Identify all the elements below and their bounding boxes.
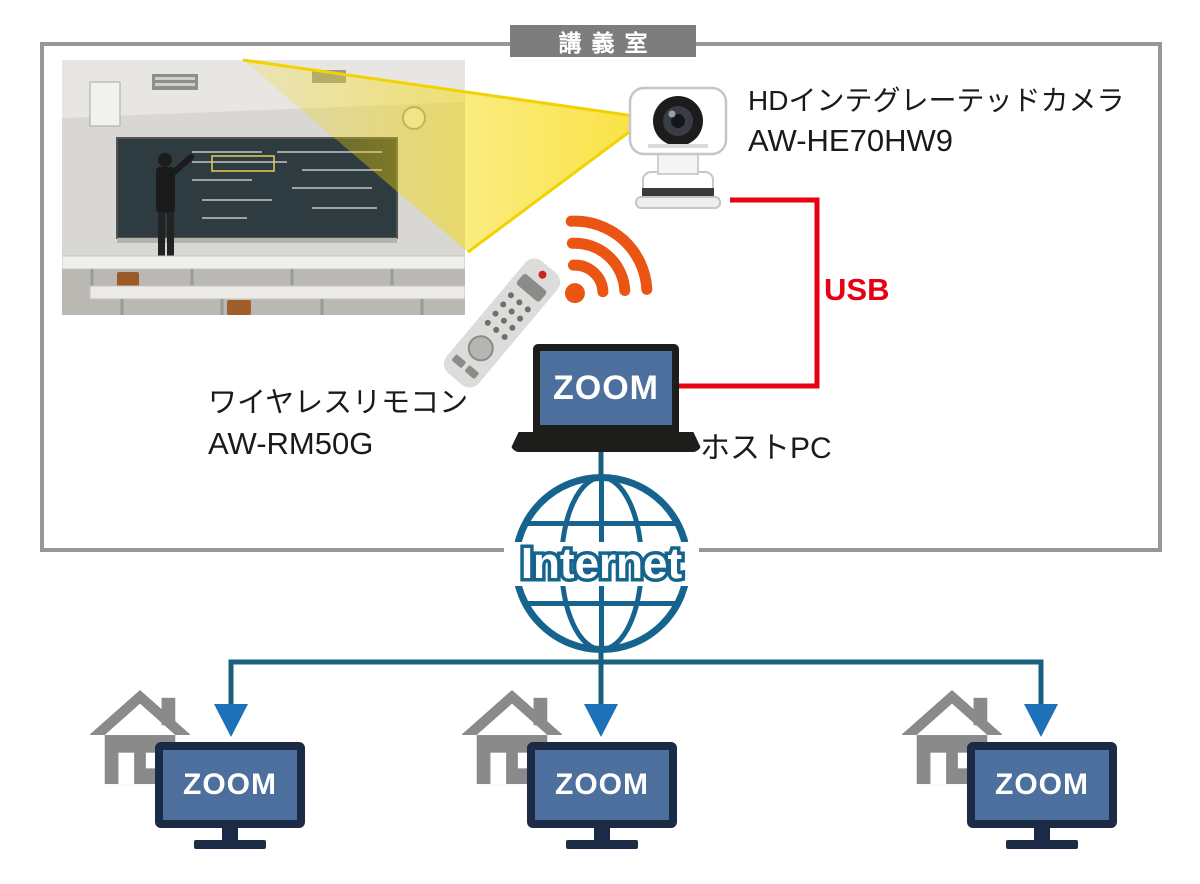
laptop-base <box>511 432 701 452</box>
remote-site: ZOOM <box>90 688 320 868</box>
usb-label: USB <box>824 272 890 307</box>
internet-label: Internet <box>521 539 683 588</box>
monitor-stand <box>594 828 610 840</box>
room-label: 講義室 <box>510 25 696 57</box>
monitor: ZOOM <box>527 742 677 849</box>
teacher-silhouette <box>156 153 194 256</box>
camera-label-line1: HDインテグレーテッドカメラ <box>748 85 1125 116</box>
monitor-base <box>1006 840 1078 849</box>
ptz-camera-icon <box>628 86 728 209</box>
host-screen-label: ZOOM <box>553 368 659 407</box>
site-screen-label: ZOOM <box>183 768 277 801</box>
monitor-stand <box>222 828 238 840</box>
monitor-screen: ZOOM <box>155 742 305 828</box>
monitor-screen: ZOOM <box>967 742 1117 828</box>
classroom-photo <box>62 60 465 315</box>
monitor-base <box>194 840 266 849</box>
monitor: ZOOM <box>967 742 1117 849</box>
monitor-screen: ZOOM <box>527 742 677 828</box>
remote-site: ZOOM <box>462 688 692 868</box>
internet-globe-icon: Internet <box>504 474 699 653</box>
remote-model-label: AW-RM50G <box>208 426 374 462</box>
remote-control-icon <box>443 258 561 388</box>
monitor-base <box>566 840 638 849</box>
site-screen-label: ZOOM <box>555 768 649 801</box>
monitor: ZOOM <box>155 742 305 849</box>
host-laptop: ZOOM <box>511 344 701 452</box>
laptop-screen: ZOOM <box>533 344 679 432</box>
remote-label-line1: ワイヤレスリモコン <box>208 387 469 419</box>
camera-label: HDインテグレーテッドカメラ AW-HE70HW9 <box>748 82 1124 162</box>
host-pc-label: ホストPC <box>700 432 832 465</box>
monitor-stand <box>1034 828 1050 840</box>
remote-label: ワイヤレスリモコン AW-RM50G <box>208 384 468 465</box>
camera-model-label: AW-HE70HW9 <box>748 122 953 158</box>
remote-site: ZOOM <box>902 688 1132 868</box>
site-screen-label: ZOOM <box>995 768 1089 801</box>
